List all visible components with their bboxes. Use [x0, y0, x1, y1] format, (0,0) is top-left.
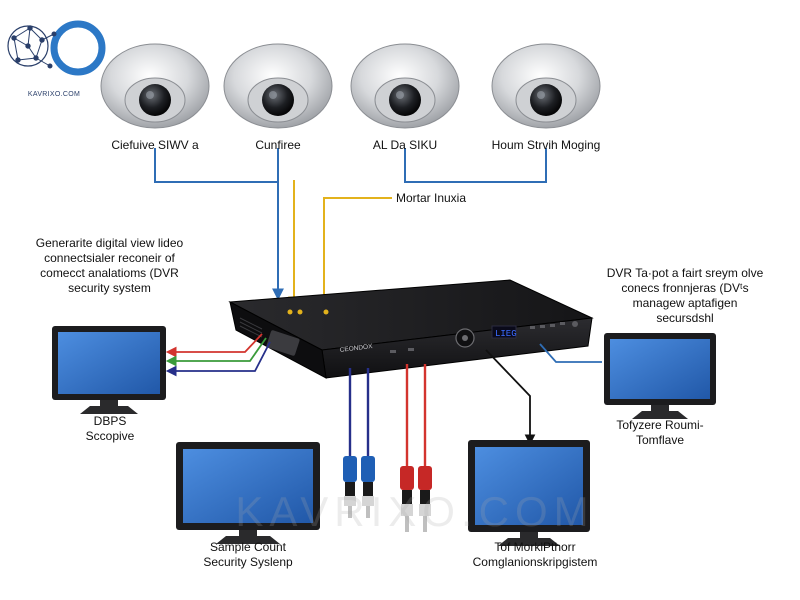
dvr-display: LIEG	[495, 329, 517, 339]
dome-camera-1	[100, 43, 210, 129]
monitor-bottom-right-label-line: Tof MorklPthorr	[494, 540, 576, 554]
description-right-line: secursdshl	[656, 311, 714, 325]
description-left-line: Generarite digital view lideo	[35, 236, 184, 250]
wire-bottom-right-monitor	[485, 349, 536, 446]
description-left-line: security system	[68, 281, 151, 295]
monitor-bottom-right-label: Tof MorklPthorr Comglanionskripgistem	[440, 540, 630, 570]
wire-cam1	[154, 148, 284, 301]
monitor-left-label-line: DBPS	[93, 414, 127, 428]
dome-camera-4	[491, 43, 601, 129]
wire-green-left	[165, 337, 267, 367]
wire-callout	[318, 197, 392, 309]
description-right-line: managew aptafigen	[632, 296, 738, 310]
monitor-bottom-left-label-line: Sample Count	[209, 540, 287, 554]
description-left-line: connectsialer reconeir of	[44, 251, 175, 265]
dvr-brand-label: CEONDOX	[339, 343, 373, 354]
camera-1-label: Ciefuive SIWV a	[111, 138, 199, 152]
rca-connectors	[343, 456, 432, 532]
wire-right-monitor	[539, 343, 602, 363]
wire-cam3	[404, 148, 547, 183]
description-right: DVR Ta·pot a fairt sreym olve conecs fro…	[580, 266, 790, 326]
monitor-right-label-line: Tomflave	[635, 433, 685, 447]
camera-4-label: Houm Strvih Moging	[491, 138, 601, 152]
description-left: Generarite digital view lideo connectsia…	[2, 236, 217, 296]
callout-label: Mortar Inuxia	[396, 191, 467, 205]
dome-camera-2	[223, 43, 333, 129]
description-right-line: DVR Ta·pot a fairt sreym olve	[606, 266, 764, 280]
left-monitor-wires	[165, 333, 271, 377]
monitor-left	[52, 326, 166, 414]
monitor-right-label-line: Tofyzere Roumi-	[616, 418, 704, 432]
monitor-right-label: Tofyzere Roumi- Tomflave	[595, 418, 725, 448]
dvr-recorder	[228, 279, 594, 379]
wire-red-left	[165, 333, 263, 358]
monitor-left-label-line: Sccopive	[85, 429, 135, 443]
brand-logo-icon	[7, 20, 106, 76]
dome-camera-3	[350, 43, 460, 129]
brand-name: KAVRIXO.COM	[27, 91, 81, 98]
camera-wires	[154, 148, 547, 309]
monitor-bottom-left	[176, 442, 320, 544]
monitor-right	[604, 333, 716, 419]
camera-3-label: AL Da SIKU	[372, 138, 438, 152]
wire-navy-left	[165, 341, 271, 377]
description-right-line: conecs fronnjeras (DVᵗs	[621, 281, 749, 295]
monitor-left-label: DBPS Sccopive	[50, 414, 170, 444]
monitor-bottom-left-label-line: Security Syslenp	[203, 555, 293, 569]
rca-cables	[348, 364, 427, 466]
monitor-bottom-left-label: Sample Count Security Syslenp	[168, 540, 328, 570]
monitor-bottom-right	[468, 440, 590, 546]
description-left-line: comecct analatioms (DVR	[40, 266, 179, 280]
monitor-bottom-right-label-line: Comglanionskripgistem	[472, 555, 598, 569]
camera-2-label: Cunfiree	[255, 138, 301, 152]
